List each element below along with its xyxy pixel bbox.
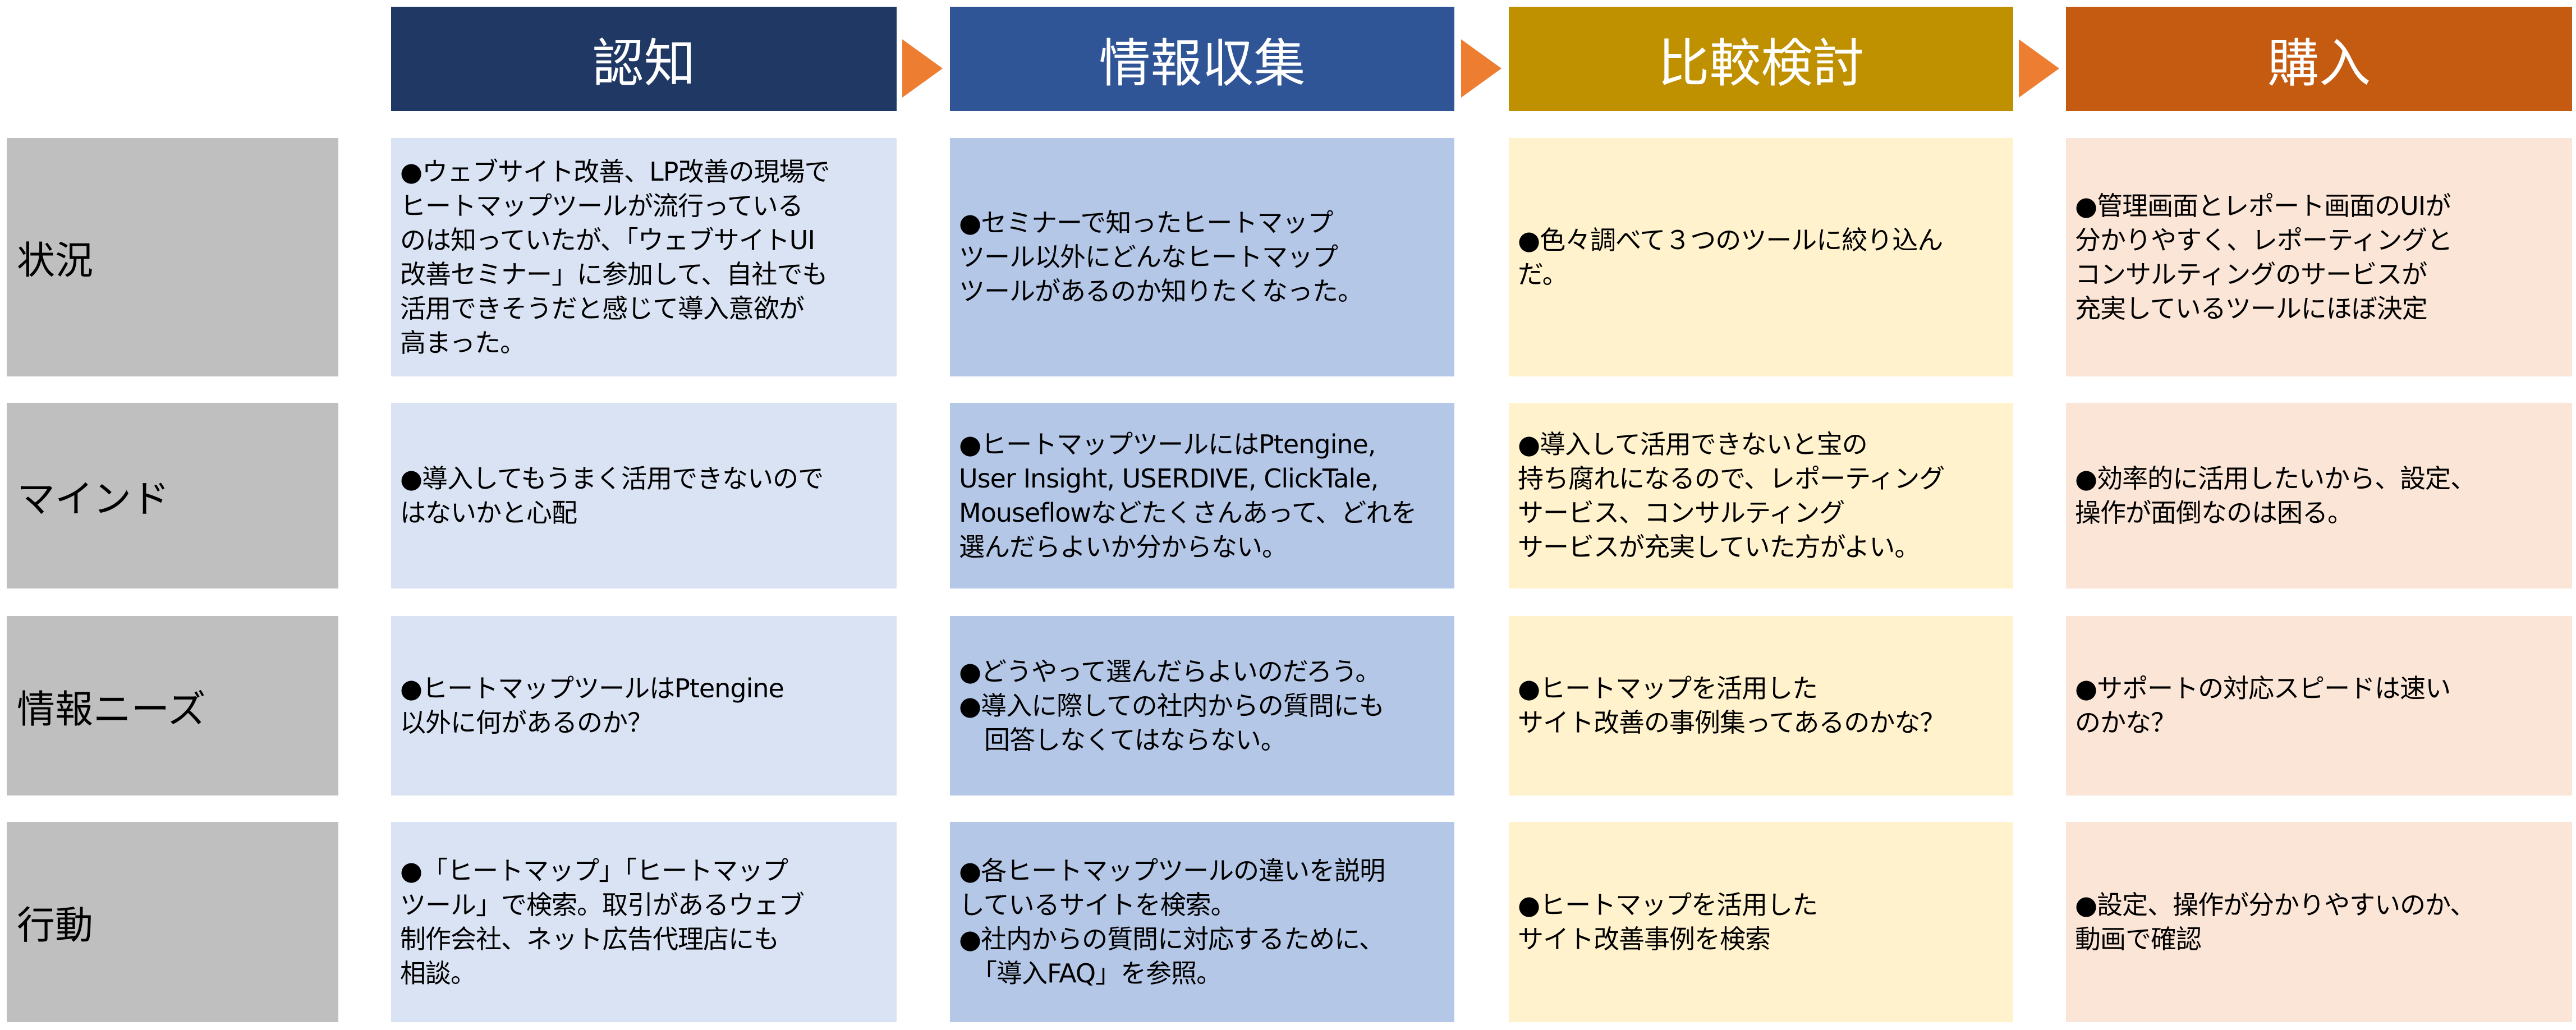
stage-label: 認知: [592, 33, 696, 94]
cell-text: ●効率的に活用したいから、設定、 操作が面倒なのは困る。: [2075, 463, 2476, 528]
cell-text: ●サポートの対応スピードは速い のかな？: [2075, 673, 2451, 738]
cell-text: ●各ヒートマップツールの違いを説明 しているサイトを検索。 ●社内からの質問に対…: [959, 855, 1385, 988]
cell: ●ヒートマップを活用した サイト改善の事例集ってあるのかな？: [1509, 616, 2013, 796]
cell: ●管理画面とレポート画面のUIが 分かりやすく、レポーティングと コンサルティン…: [2066, 138, 2572, 376]
row-label-text: マインド: [17, 477, 170, 522]
row-label-situation: 状況: [7, 138, 338, 376]
row-label-text: 行動: [17, 904, 94, 948]
cell: ●各ヒートマップツールの違いを説明 しているサイトを検索。 ●社内からの質問に対…: [950, 822, 1454, 1022]
cell-text: ●ヒートマップツールはPtengine 以外に何があるのか？: [400, 673, 784, 738]
stage-header-comparison: 比較検討: [1509, 7, 2013, 111]
cell-text: ●ヒートマップツールにはPtengine, User Insight, USER…: [959, 429, 1417, 562]
cell-text: ●導入してもうまく活用できないので はないかと心配: [400, 463, 824, 528]
cell: ●設定、操作が分かりやすいのか、 動画で確認: [2066, 822, 2572, 1022]
cell-text: ●セミナーで知ったヒートマップ ツール以外にどんなヒートマップ ツールがあるのか…: [959, 208, 1363, 306]
arrow-icon: [2019, 39, 2059, 98]
row-label-text: 状況: [17, 239, 94, 283]
arrow-icon: [902, 39, 943, 98]
cell-text: ●ヒートマップを活用した サイト改善事例を検索: [1518, 889, 1818, 954]
cell-text: ●設定、操作が分かりやすいのか、 動画で確認: [2075, 889, 2476, 954]
row-label-action: 行動: [7, 822, 338, 1022]
row-label-mind: マインド: [7, 403, 338, 588]
cell-text: ●ウェブサイト改善、LP改善の現場で ヒートマップツールが流行っている のは知っ…: [400, 156, 830, 358]
cell: ●効率的に活用したいから、設定、 操作が面倒なのは困る。: [2066, 403, 2572, 588]
cell: ●「ヒートマップ」「ヒートマップ ツール」で検索。取引があるウェブ 制作会社、ネ…: [391, 822, 897, 1022]
stage-header-purchase: 購入: [2066, 7, 2572, 111]
cell: ●サポートの対応スピードは速い のかな？: [2066, 616, 2572, 796]
cell-text: ●導入して活用できないと宝の 持ち腐れになるので、レポーティング サービス、コン…: [1518, 429, 1945, 562]
row-label-text: 情報ニーズ: [17, 687, 206, 732]
row-label-information-needs: 情報ニーズ: [7, 616, 338, 796]
cell: ●セミナーで知ったヒートマップ ツール以外にどんなヒートマップ ツールがあるのか…: [950, 138, 1454, 376]
cell: ●ヒートマップツールにはPtengine, User Insight, USER…: [950, 403, 1454, 588]
cell: ●ヒートマップを活用した サイト改善事例を検索: [1509, 822, 2013, 1022]
cell: ●ウェブサイト改善、LP改善の現場で ヒートマップツールが流行っている のは知っ…: [391, 138, 897, 376]
cell-text: ●「ヒートマップ」「ヒートマップ ツール」で検索。取引があるウェブ 制作会社、ネ…: [400, 855, 805, 988]
arrow-icon: [1461, 39, 1501, 98]
stage-label: 購入: [2267, 33, 2371, 94]
cell: ●色々調べて３つのツールに絞り込ん だ。: [1509, 138, 2013, 376]
stage-label: 情報収集: [1099, 33, 1306, 94]
stage-label: 比較検討: [1657, 33, 1865, 94]
cell-text: ●管理画面とレポート画面のUIが 分かりやすく、レポーティングと コンサルティン…: [2075, 190, 2453, 324]
cell-text: ●どうやって選んだらよいのだろう。 ●導入に際しての社内からの質問にも 回答しな…: [959, 656, 1385, 755]
stage-header-information-gathering: 情報収集: [950, 7, 1454, 111]
cell: ●ヒートマップツールはPtengine 以外に何があるのか？: [391, 616, 897, 796]
cell-text: ●色々調べて３つのツールに絞り込ん だ。: [1518, 224, 1943, 289]
stage-header-awareness: 認知: [391, 7, 897, 111]
cell-text: ●ヒートマップを活用した サイト改善の事例集ってあるのかな？: [1518, 673, 1945, 738]
cell: ●導入してもうまく活用できないので はないかと心配: [391, 403, 897, 588]
cell: ●導入して活用できないと宝の 持ち腐れになるので、レポーティング サービス、コン…: [1509, 403, 2013, 588]
cell: ●どうやって選んだらよいのだろう。 ●導入に際しての社内からの質問にも 回答しな…: [950, 616, 1454, 796]
